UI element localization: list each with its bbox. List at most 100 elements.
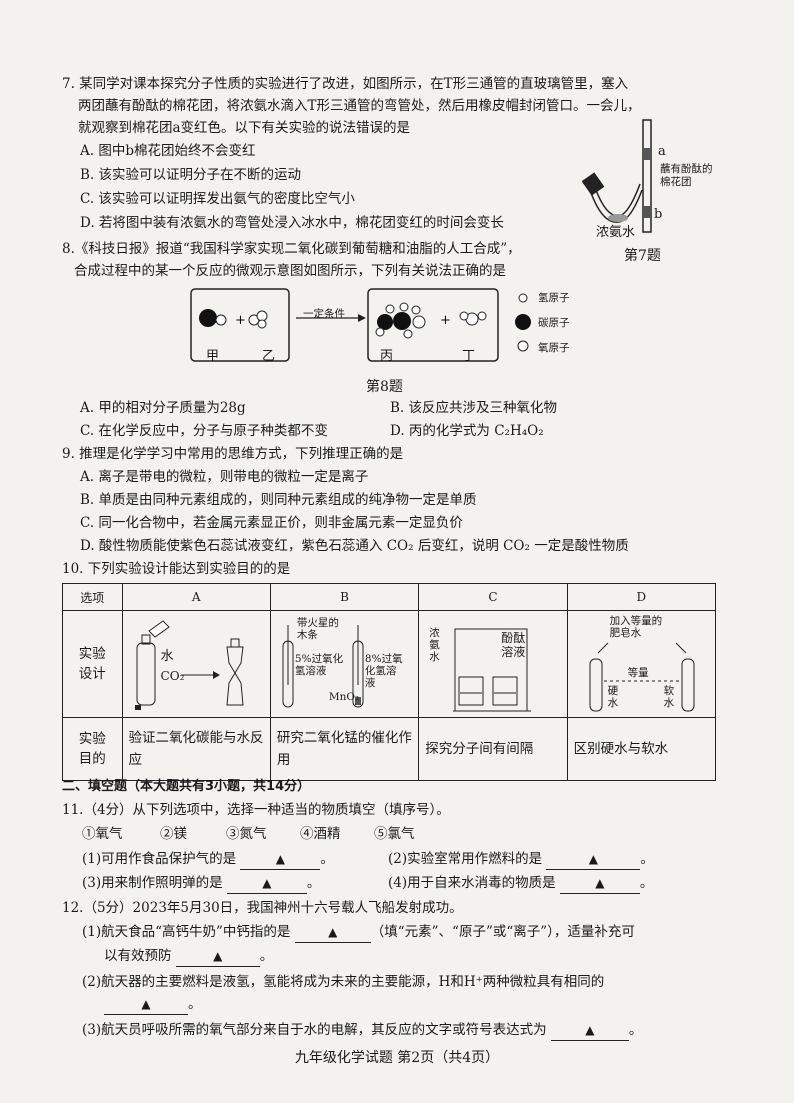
q11-item-3-period: 。 [306,875,321,891]
q11-choice-5: ⑤氯气 [374,826,415,842]
svg-text:+: + [235,313,246,328]
design-c-beakers-figure [453,628,532,712]
blank-marker: ▲ [141,997,151,1011]
q7-option-d: D. 若将图中装有浓氨水的弯管处浸入冰水中，棉花团变红的时间会变长 [80,215,504,231]
q12-part-1-text: (1)航天食品“高钙牛奶”中钙指的是 [82,924,291,940]
design-d: 加入等量的肥皂水 等量 硬水 软水 [566,610,717,718]
design-d-soft: 软水 [663,685,675,709]
q8-option-a: A. 甲的相对分子质量为28g [80,400,246,416]
design-b-right-solution: 8%过氧化氢溶液 [364,653,403,689]
q8-condition: 一定条件 [303,308,345,320]
q7-option-c: C. 该实验可以证明挥发出氨气的密度比空气小 [80,191,355,207]
q8-reaction-figure: + + [190,288,499,362]
design-b-left-solution: 5%过氧化氢溶液 [294,653,344,677]
design-a: 水 CO₂ [121,610,271,718]
header-a: A [121,583,271,611]
q9-option-a: A. 离子是带电的微粒，则带电的微粒一定是离子 [80,469,369,485]
q12-answer-1[interactable]: ▲ [294,922,371,943]
q9-option-b: B. 单质是由同种元素组成的，则同种元素组成的纯净物一定是单质 [80,492,477,508]
q12-part-1: (1)航天食品“高钙牛奶”中钙指的是 ▲ （填“元素”、“原子”或“离子”），适量… [82,922,635,943]
row-label-purpose: 实验 目的 [62,717,123,781]
q12-part-2-period: 。 [188,996,202,1012]
q7-label-b: b [654,207,663,222]
svg-text:+: + [440,313,451,328]
design-b-splint: 带火星的木条 [296,617,339,641]
q11-answer-2[interactable]: ▲ [546,849,641,870]
row-label-design-1: 实验 [78,646,106,662]
purpose-b: 研究二氧化锰的催化作用 [269,717,420,781]
q12-part-3-period: 。 [628,1022,643,1038]
q11-choice-3: ③氮气 [226,826,267,842]
blank-marker: ▲ [588,852,599,866]
q8-option-d: D. 丙的化学式为 C₂H₄O₂ [390,423,544,439]
q8-legend-o: 氧原子 [538,342,570,354]
page-footer: 九年级化学试题 第2页（共4页） [294,1050,500,1066]
q7-t-tube-figure [582,119,652,233]
blank-marker: ▲ [213,949,223,963]
q11-answer-1[interactable]: ▲ [240,849,321,870]
q11-answer-4[interactable]: ▲ [559,873,640,894]
q8-legend-markers [515,293,531,352]
q8-label-yi: 乙 [262,349,276,364]
q11-item-2-period: 。 [640,851,654,867]
q12-part-3-text: (3)航天员呼吸所需的氧气部分来自于水的电解，其反应的文字或符号表达式为 [82,1022,547,1038]
q10-stem: 10. 下列实验设计能达到实验目的的是 [62,561,291,577]
q7-label-a: a [658,144,666,159]
design-d-equal: 等量 [627,667,649,679]
q7-stem-line3: 就观察到棉花团a变红色。以下有关实验的说法错误的是 [78,120,411,136]
q7-caption: 第7题 [624,248,661,264]
row-label-purpose-1: 实验 [78,731,106,747]
q11-answer-3[interactable]: ▲ [226,873,307,894]
q7-stem-line1: 7. 某同学对课本探究分子性质的实验进行了改进，如图所示，在T形三通管的直玻璃管… [62,76,629,92]
q11-choice-4: ④酒精 [300,826,341,842]
row-label-design-2: 设计 [78,666,106,682]
q11-item-4: (4)用于自来水消毒的物质是 ▲。 [388,873,653,894]
header-d: D [566,583,717,611]
design-b-mno2: MnO₂ [328,691,360,703]
design-a-water: 水 [160,649,174,664]
design-c-ammonia: 浓氨水 [429,627,440,663]
q12-answer-4[interactable]: ▲ [550,1020,629,1041]
q9-stem: 9. 推理是化学学习中常用的思维方式，下列推理正确的是 [62,446,404,462]
q11-item-4-period: 。 [639,875,654,891]
blank-marker: ▲ [262,876,272,890]
table-row-design: 实验 设计 水 CO₂ [62,610,717,718]
q8-caption: 第8题 [366,379,403,395]
design-d-add-soap: 加入等量的肥皂水 [609,615,663,639]
q11-item-3-text: (3)用来制作照明弹的是 [82,875,223,891]
q8-label-bing: 丙 [380,349,394,364]
header-b: B [269,583,420,611]
q7-stem-line2: 两团蘸有酚酞的棉花团，将浓氨水滴入T形三通管的弯管处，然后用橡皮帽封闭管口。一会… [78,98,641,114]
blank-marker: ▲ [275,852,286,866]
q12-stem: 12.（5分）2023年5月30日，我国神州十六号载人飞船发射成功。 [62,900,463,916]
q7-option-b: B. 该实验可以证明分子在不断的运动 [80,167,302,183]
q12-part-3: (3)航天员呼吸所需的氧气部分来自于水的电解，其反应的文字或符号表达式为 ▲。 [82,1020,642,1041]
q12-part-1-hint: （填“元素”、“原子”或“离子”），适量补充可 [370,924,635,940]
blank-marker: ▲ [328,925,338,939]
q11-choice-1: ①氧气 [82,826,123,842]
q12-part-2: (2)航天器的主要燃料是液氢，氢能将成为未来的主要能源，H和H⁺两种微粒具有相同… [82,974,605,990]
header-c: C [418,583,568,611]
table-row-purpose: 实验 目的 验证二氧化碳能与水反应 研究二氧化锰的催化作用 探究分子间有间隔 区… [62,717,717,781]
q8-option-c: C. 在化学反应中，分子与原子种类都不变 [80,423,328,439]
q7-option-a: A. 图中b棉花团始终不会变红 [80,143,256,159]
design-a-bottle-figure [134,620,244,710]
design-c-phenolphthalein: 酚酞溶液 [501,631,526,659]
q12-part-1-period: 。 [259,948,274,964]
table-header-row: 选项 A B C D [62,583,717,611]
q11-item-3: (3)用来制作照明弹的是 ▲ 。 [82,873,320,894]
q12-answer-2[interactable]: ▲ [175,946,260,967]
q11-choice-2: ②镁 [160,826,187,842]
q11-item-2-text: (2)实验室常用作燃料的是 [388,851,543,867]
design-d-hard: 硬水 [607,685,619,709]
q12-part-2-cont: ▲。 [104,994,202,1015]
q12-answer-3[interactable]: ▲ [104,994,188,1015]
q8-legend-c: 碳原子 [538,317,570,329]
q8-label-jia: 甲 [206,349,220,364]
q11-item-4-text: (4)用于自来水消毒的物质是 [388,875,556,891]
row-label-purpose-2: 目的 [78,751,106,767]
design-c: 浓氨水 酚酞溶液 [418,610,568,718]
q8-label-ding: 丁 [462,349,476,364]
q11-item-1-text: (1)可用作食品保护气的是 [82,851,237,867]
